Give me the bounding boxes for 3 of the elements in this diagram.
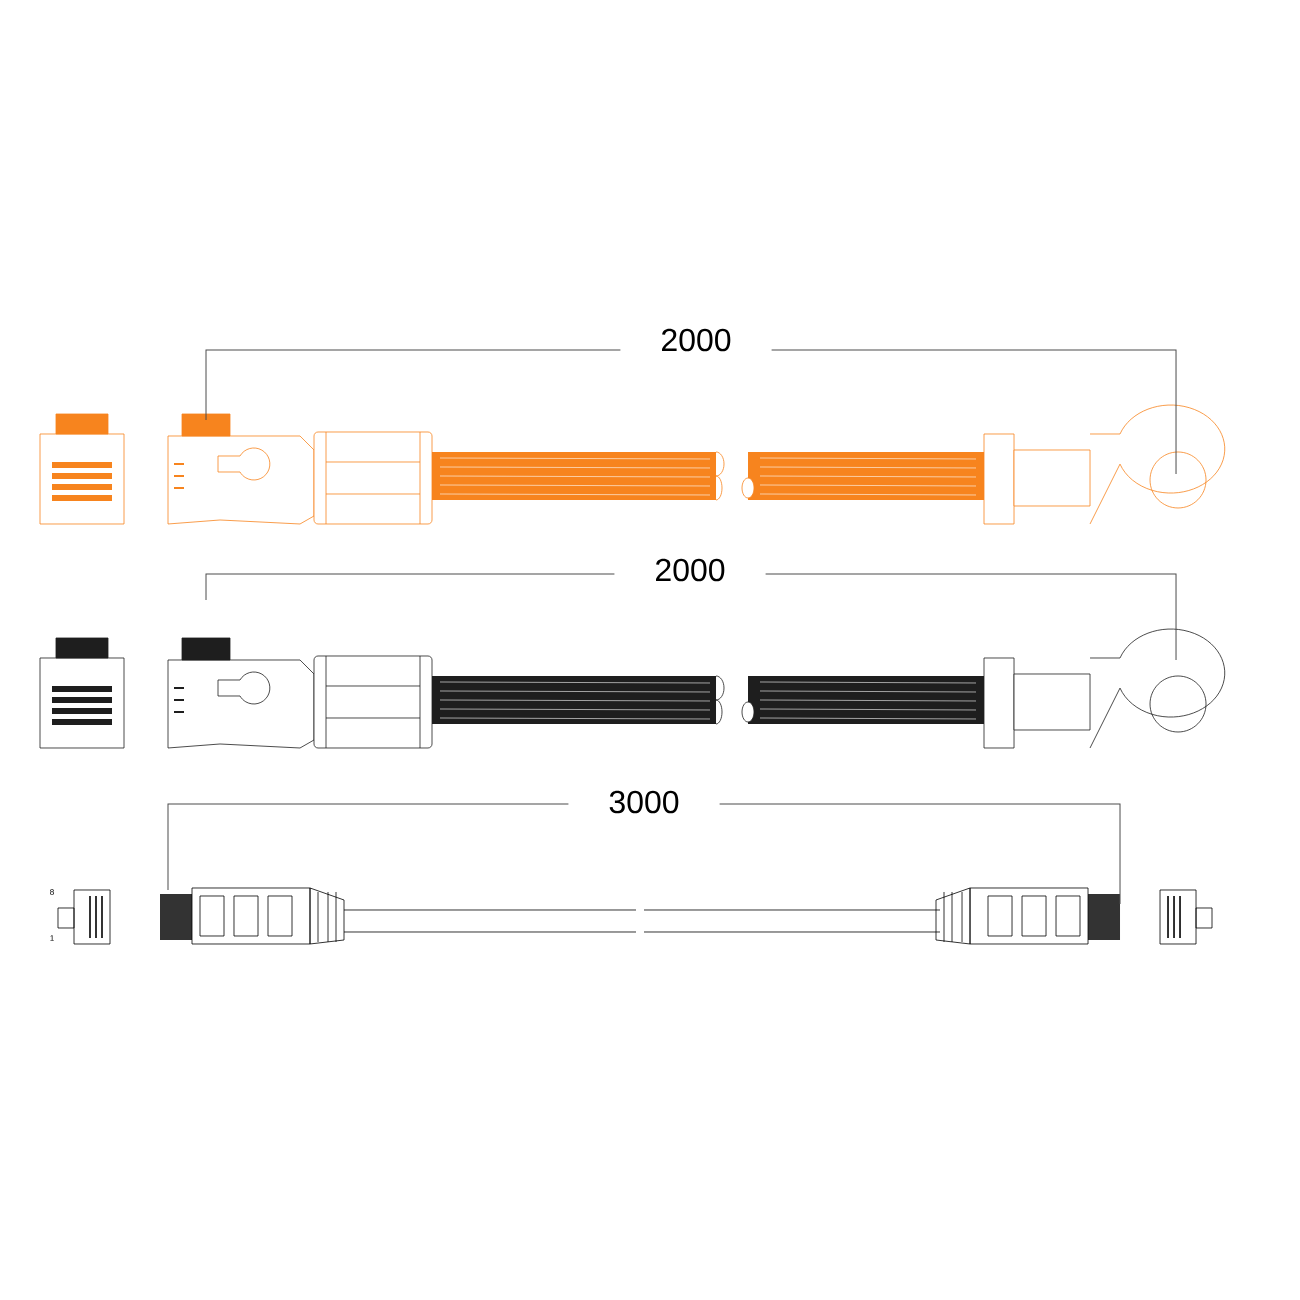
dimension-label: 2000 [620, 326, 772, 354]
dimension-label: 2000 [614, 556, 766, 584]
dimension-label: 3000 [568, 788, 720, 816]
